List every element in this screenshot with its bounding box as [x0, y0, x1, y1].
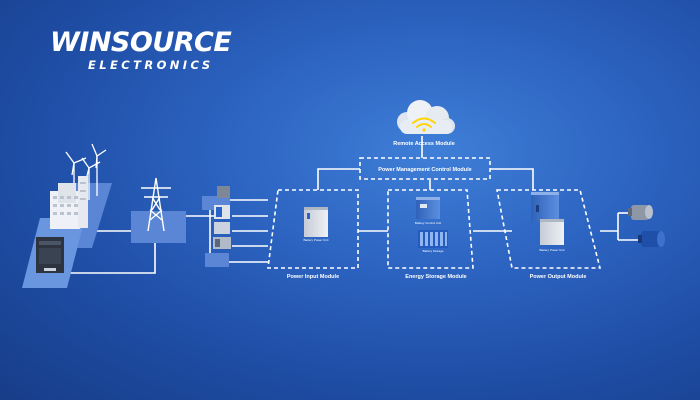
battery-storage-icon: [418, 230, 448, 248]
transmission-tower-icon: [141, 177, 171, 232]
energy-storage-module-label: Energy Storage Module: [405, 274, 466, 280]
control-module-box: [359, 157, 491, 180]
power-input-module-label: Power Input Module: [287, 274, 339, 280]
power-output-cabinets-icon: [531, 192, 564, 245]
city-buildings-icon: [50, 176, 88, 229]
cloud-icon: [397, 100, 455, 134]
battery-storage-label: Battery Storage: [423, 249, 444, 253]
power-input-module-box: [267, 189, 359, 269]
brand-name: WINSOURCE: [50, 27, 232, 58]
brand-subtitle: ELECTRONICS: [88, 58, 214, 72]
motor-icon: [628, 205, 653, 220]
battery-control-label: Battery Control Unit: [415, 221, 441, 225]
power-output-module-box: [496, 189, 602, 269]
power-input-device-label: Battery Power Unit: [303, 238, 328, 242]
power-input-cabinet-icon: [304, 207, 328, 237]
energy-storage-module-box: [387, 189, 474, 269]
battery-control-cabinet-icon: [416, 197, 440, 219]
power-output-module-label: Power Output Module: [530, 274, 587, 280]
wifi-icon: [412, 117, 436, 132]
brand-logo: WINSOURCE ELECTRONICS: [50, 27, 232, 73]
distribution-boxes: [213, 186, 231, 249]
wind-turbine-icon: [65, 143, 107, 200]
motor-icon-blue: [638, 231, 665, 247]
connection-lines: [58, 136, 640, 274]
power-output-device-label: Battery Power Unit: [539, 248, 564, 252]
cloud-label: Remote Access Module: [393, 141, 455, 147]
generator-cabinet-icon: [36, 237, 64, 273]
control-module-label: Power Management Control Module: [378, 167, 472, 173]
